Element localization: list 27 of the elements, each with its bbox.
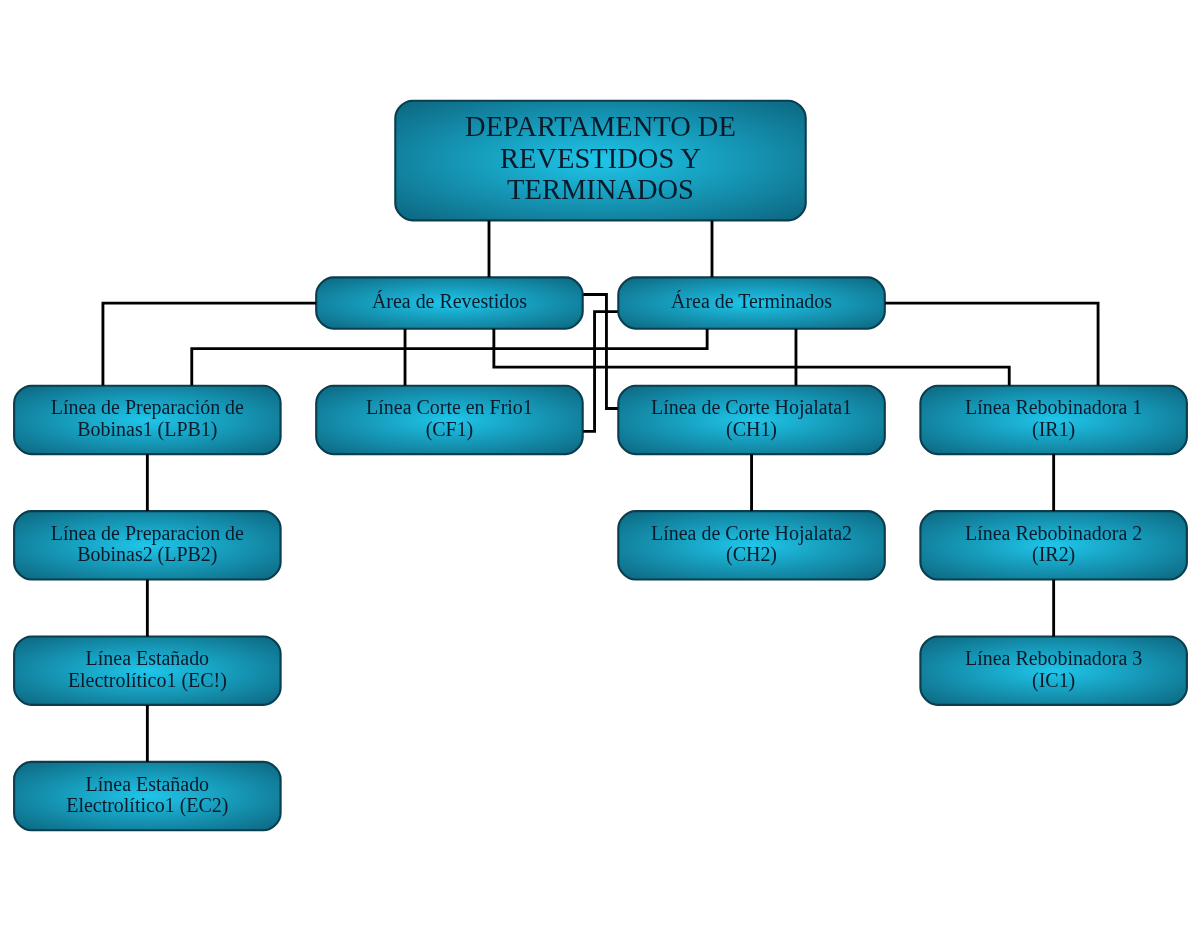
node-box: Área de Terminados [617,276,886,330]
connector [583,310,618,433]
node-box: Línea de Corte Hojalata1 (CH1) [617,384,886,456]
node-box: Línea Rebobinadora 1 (IR1) [919,384,1188,456]
node-box: Línea Estañado Electrolítico1 (EC!) [13,635,282,706]
node-box: Línea Rebobinadora 2 (IR2) [919,510,1188,581]
node-box: Línea Corte en Frio1 (CF1) [315,384,584,456]
node-box: Línea de Preparación de Bobinas1 (LPB1) [13,384,282,456]
connector [750,454,753,512]
connector [145,454,149,512]
node-box: DEPARTAMENTO DE REVESTIDOS Y TERMINADOS [394,99,807,222]
node-box: Línea de Corte Hojalata2 (CH2) [617,510,886,581]
connector [487,220,491,278]
node-box: Línea Rebobinadora 3 (IC1) [919,635,1188,706]
node-box: Área de Revestidos [315,276,584,330]
connector [145,704,149,762]
connector [583,293,618,410]
connector [1052,579,1056,637]
connector [1052,454,1056,512]
connector [885,301,1100,386]
node-box: Línea de Preparacion de Bobinas2 (LPB2) [13,510,282,581]
connector [794,329,798,386]
node-box: Línea Estañado Electrolítico1 (EC2) [13,760,282,832]
connector [403,329,407,386]
connector [710,220,714,278]
connector [101,301,316,386]
connector [145,579,149,637]
